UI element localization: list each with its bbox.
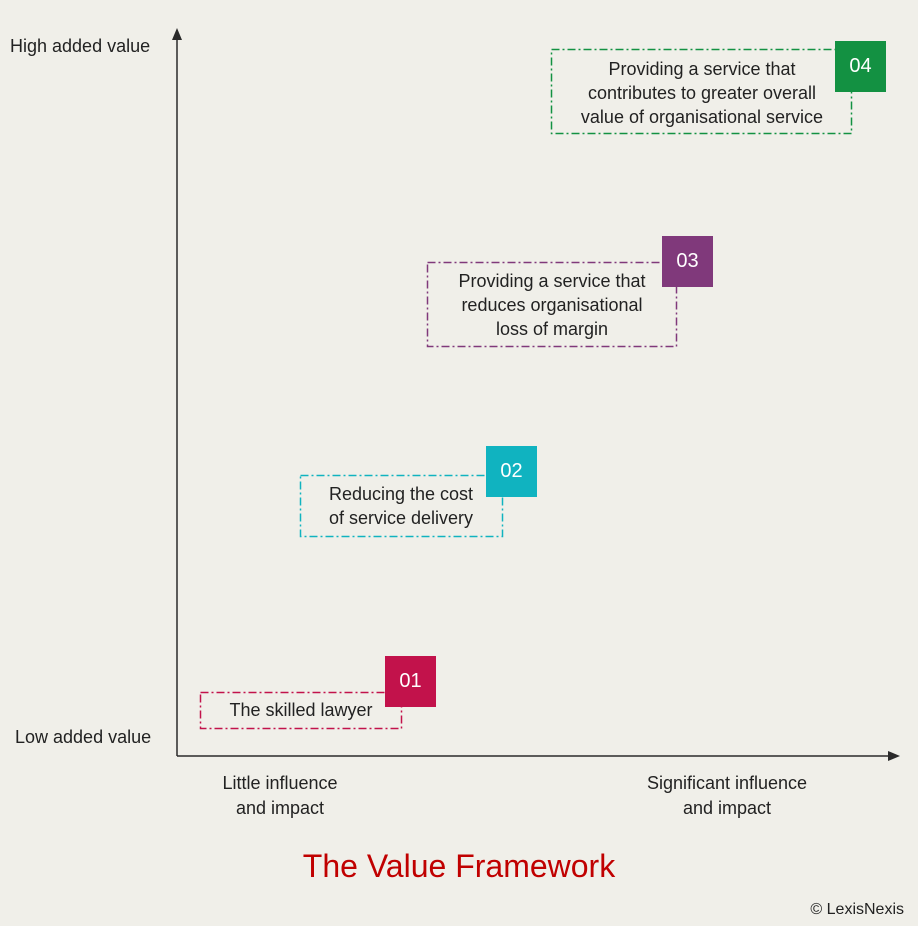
- stage-01-text: The skilled lawyer: [229, 700, 373, 720]
- diagram-title: The Value Framework: [302, 848, 616, 884]
- x-axis-right-label: Significant influence and impact: [646, 773, 808, 818]
- y-axis-low-label: Low added value: [15, 727, 152, 747]
- y-axis-high-label: High added value: [10, 36, 151, 56]
- stage-02-border: [299, 474, 504, 538]
- stage-03-text: Providing a service that reduces organis…: [458, 271, 646, 339]
- x-axis-left-label: Little influence and impact: [222, 773, 338, 818]
- stage-01-border: [199, 691, 403, 730]
- stage-03-border: [426, 261, 678, 348]
- copyright-notice: © LexisNexis: [810, 901, 904, 918]
- stage-02-text: Reducing the cost of service delivery: [328, 484, 474, 528]
- stage-02-badge: 02: [486, 446, 537, 497]
- stage-03-badge: 03: [662, 236, 713, 287]
- y-axis-arrow-icon: [172, 28, 182, 40]
- stage-01-badge: 01: [385, 656, 436, 707]
- x-axis-arrow-icon: [888, 751, 900, 761]
- stage-04-text: Providing a service that contributes to …: [580, 59, 824, 127]
- stage-04-badge: 04: [835, 41, 886, 92]
